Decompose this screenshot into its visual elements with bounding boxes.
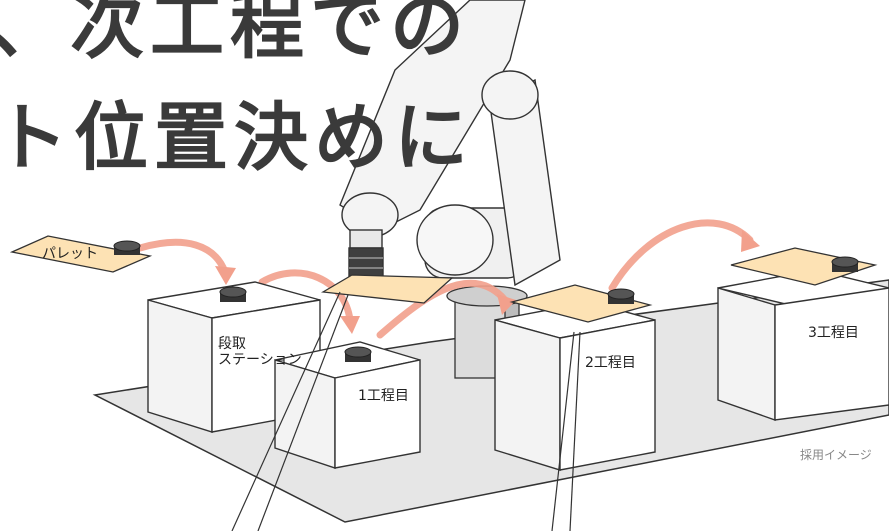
setup-station-label-2: ステーション bbox=[218, 352, 302, 368]
process3-pallet bbox=[730, 247, 878, 286]
process2-fixture bbox=[607, 288, 635, 304]
pallet-label: パレット bbox=[42, 246, 98, 262]
process1-label: 1工程目 bbox=[358, 388, 409, 404]
process2-pallet bbox=[509, 284, 653, 323]
robot-arm bbox=[339, 0, 561, 287]
callout-lines bbox=[231, 291, 581, 531]
process3-label: 3工程目 bbox=[808, 325, 859, 341]
held-pallet bbox=[320, 274, 454, 304]
loose-pallet bbox=[9, 235, 153, 273]
setup-fixture bbox=[219, 286, 247, 302]
transfer-arrows bbox=[136, 219, 754, 339]
headline-line-2: ト位置決めに bbox=[0, 95, 474, 181]
process1-fixture bbox=[344, 346, 372, 362]
process3-box bbox=[717, 269, 889, 421]
arrow-heads bbox=[215, 230, 760, 334]
headline-line-1: 、次工程での bbox=[0, 0, 470, 69]
process2-box bbox=[494, 301, 656, 471]
image-note: 採用イメージ bbox=[800, 448, 872, 462]
setup-station-label-1: 段取 bbox=[218, 336, 246, 352]
process3-fixture bbox=[831, 256, 859, 272]
loose-pallet-fixture bbox=[113, 240, 141, 255]
process2-label: 2工程目 bbox=[585, 355, 636, 371]
